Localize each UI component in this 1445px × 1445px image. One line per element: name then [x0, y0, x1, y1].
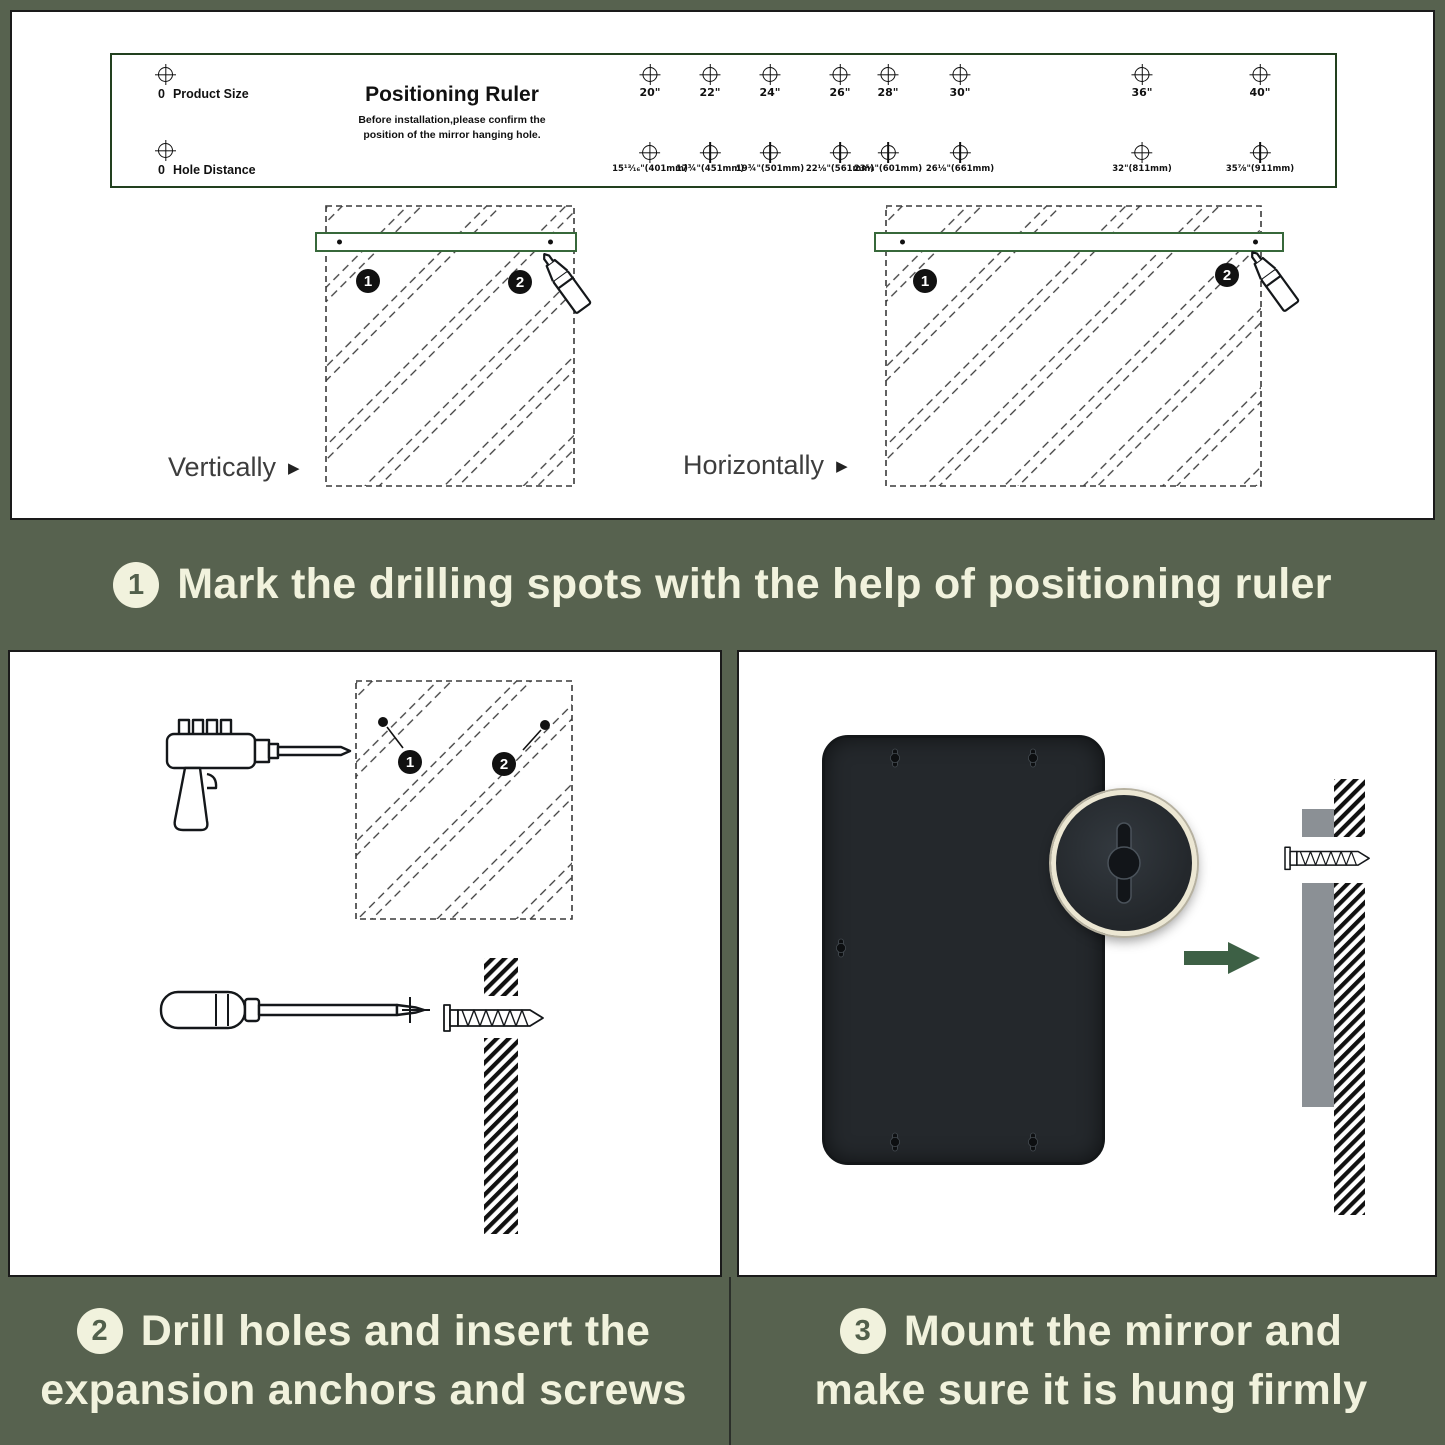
step3-text-line1: Mount the mirror and	[903, 1306, 1343, 1355]
tick-hole-distance: 26⅛"(661mm)	[926, 145, 994, 174]
play-icon: ▶	[836, 457, 848, 475]
wall-diagram-horizontal	[885, 205, 1262, 487]
step2-text-line2: expansion anchors and screws	[40, 1366, 687, 1414]
screw-icon	[443, 1004, 544, 1032]
crosshair-icon	[880, 145, 896, 160]
tick-hole-distance: 22⅛"(561mm)	[806, 145, 874, 174]
hole-dot	[900, 239, 905, 245]
crosshair-icon	[832, 145, 848, 160]
keyhole-slot	[836, 938, 846, 958]
wall-cross-section-with-screw	[443, 958, 544, 1234]
tick-hole-distance: 19¾"(501mm)	[736, 145, 804, 174]
tick-product-size: 20"	[639, 67, 661, 99]
tick-product-size: 26"	[829, 67, 851, 99]
step1-number-badge: 1	[113, 561, 160, 608]
crosshair-icon	[952, 145, 968, 160]
crosshair-icon	[1134, 145, 1150, 160]
ruler-bar-horizontal	[874, 232, 1284, 252]
step3-band: 3 Mount the mirror and make sure it is h…	[737, 1277, 1445, 1445]
drill-icon	[165, 718, 352, 832]
hole-dot	[337, 239, 342, 245]
tick-product-size: 40"	[1249, 67, 1271, 99]
tick-product-size: 22"	[699, 67, 721, 99]
tick-hole-distance: 17¾"(451mm)	[676, 145, 744, 174]
step2-text-line1: Drill holes and insert the	[140, 1306, 651, 1355]
product-size-label: Product Size	[172, 87, 249, 101]
crosshair-icon	[702, 145, 718, 160]
tick-product-size: 30"	[949, 67, 971, 99]
hole-distance-label: Hole Distance	[172, 163, 256, 177]
mark-2-badge: 2	[508, 270, 532, 294]
tick-hole-distance: 23⅝"(601mm)	[854, 145, 922, 174]
step3-text-line2: make sure it is hung firmly	[814, 1366, 1368, 1414]
vertical-label: Vertically ▶	[168, 452, 300, 482]
band-divider	[729, 1277, 731, 1445]
crosshair-icon	[1252, 67, 1268, 82]
tick-hole-distance: 32"(811mm)	[1112, 145, 1172, 174]
hole-dot	[548, 239, 553, 245]
tick-product-size: 36"	[1131, 67, 1153, 99]
step1-band: 1 Mark the drilling spots with the help …	[0, 520, 1445, 650]
ruler-title: Positioning Ruler	[365, 83, 539, 106]
horizontal-label: Horizontally ▶	[683, 450, 848, 480]
screwdriver-icon	[159, 990, 430, 1030]
crosshair-icon	[702, 67, 718, 82]
screw-icon	[1284, 846, 1370, 871]
crosshair-icon	[880, 67, 896, 82]
crosshair-icon	[642, 145, 658, 160]
mark-2-badge: 2	[492, 752, 516, 776]
wall-diagram-vertical	[325, 205, 575, 487]
play-icon: ▶	[288, 459, 300, 477]
wall-area-marked	[355, 680, 573, 920]
crosshair-icon	[1134, 67, 1150, 82]
mark-1-badge: 1	[356, 269, 380, 293]
hole-distance-zero: 0	[158, 163, 165, 177]
crosshair-icon	[158, 143, 173, 158]
marker-pen-icon	[1251, 250, 1300, 312]
keyhole-slot	[1028, 748, 1038, 768]
ruler-title-block: Positioning Ruler Before installation,pl…	[282, 83, 622, 142]
ruler-bar-vertical	[315, 232, 577, 252]
mark-2-badge: 2	[1215, 263, 1239, 287]
hole-dot	[1253, 239, 1258, 245]
positioning-ruler: 0 Product Size 0 Hole Distance Positioni…	[110, 53, 1337, 188]
tick-product-size: 24"	[759, 67, 781, 99]
step1-text: Mark the drilling spots with the help of…	[177, 560, 1332, 609]
mark-1-badge: 1	[913, 269, 937, 293]
crosshair-icon	[762, 67, 778, 82]
step2-band: 2 Drill holes and insert the expansion a…	[0, 1277, 727, 1445]
tick-hole-distance: 15¹³⁄₁₆"(401mm)	[612, 145, 688, 174]
marker-pen-icon	[543, 252, 592, 314]
crosshair-icon	[952, 67, 968, 82]
product-size-origin: 0 Product Size	[158, 67, 249, 101]
hole-distance-origin: 0 Hole Distance	[158, 143, 256, 177]
product-size-zero: 0	[158, 87, 165, 101]
crosshair-icon	[832, 67, 848, 82]
ruler-subtitle-line2: position of the mirror hanging hole.	[363, 128, 541, 141]
keyhole-magnifier	[1051, 790, 1197, 936]
keyhole-slot	[1028, 1132, 1038, 1152]
keyhole-slot	[890, 1132, 900, 1152]
tick-product-size: 28"	[877, 67, 899, 99]
crosshair-icon	[642, 67, 658, 82]
crosshair-icon	[1252, 145, 1268, 160]
crosshair-icon	[158, 67, 173, 82]
arrow-right-icon	[1184, 942, 1260, 974]
drill-panel: 1 2	[8, 650, 722, 1277]
keyhole-slot-zoomed	[1107, 822, 1141, 904]
crosshair-icon	[762, 145, 778, 160]
step2-number-badge: 2	[76, 1308, 123, 1355]
mount-panel	[737, 650, 1437, 1277]
wall-with-mounted-mirror	[1284, 779, 1371, 1215]
mirror-back	[822, 735, 1105, 1165]
step3-number-badge: 3	[839, 1308, 886, 1355]
tick-hole-distance: 35⅞"(911mm)	[1226, 145, 1294, 174]
keyhole-slot	[890, 748, 900, 768]
ruler-subtitle-line1: Before installation,please confirm the	[358, 114, 546, 126]
mark-1-badge: 1	[398, 750, 422, 774]
